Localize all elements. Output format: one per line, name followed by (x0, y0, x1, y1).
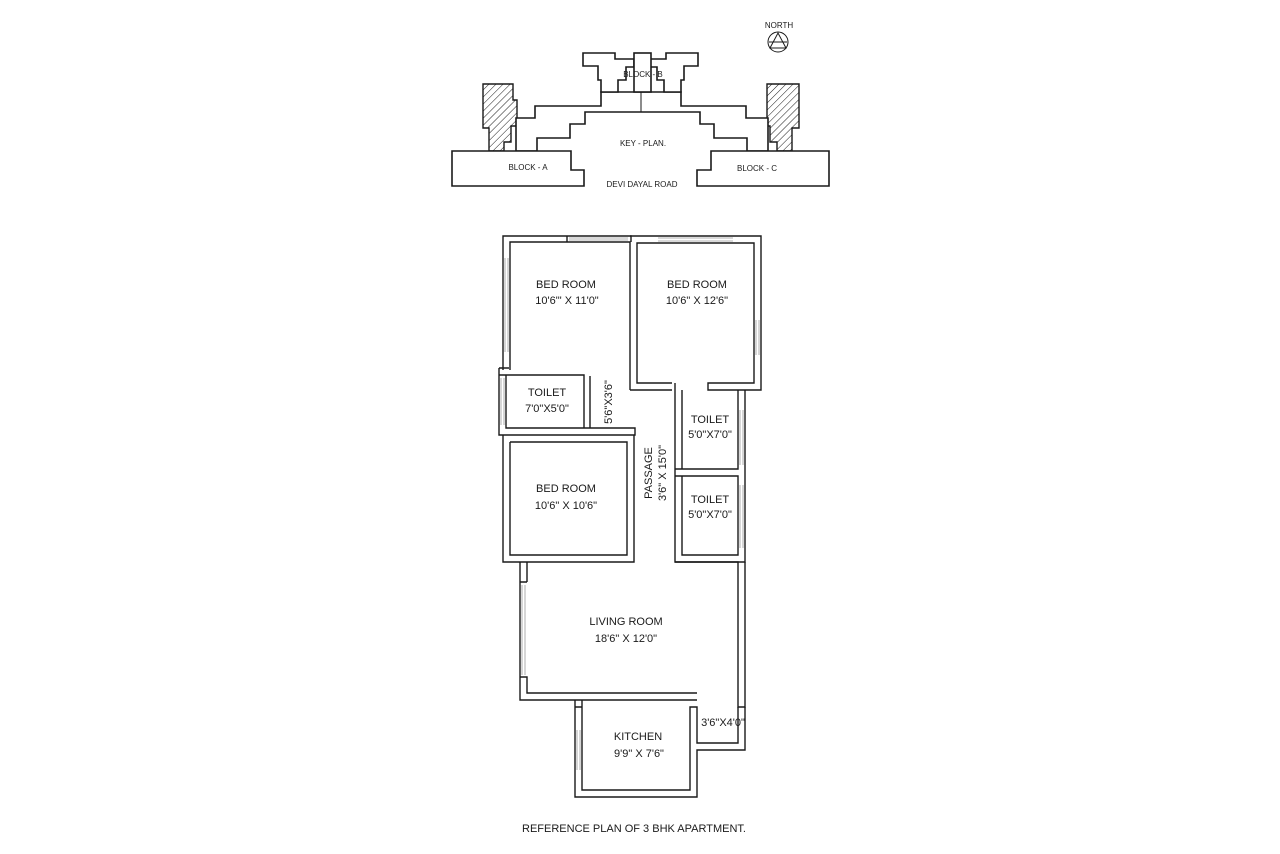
bedroom-1-size: 10'6"' X 11'0" (535, 295, 599, 307)
bedroom-2-walls (630, 235, 762, 391)
block-a-base (451, 150, 585, 187)
passage-size: 3'6" X 15'0" (657, 445, 669, 501)
living-room-size: 18'6" X 12'0" (595, 633, 657, 645)
bedroom-2-size: 10'6" X 12'6" (666, 295, 728, 307)
key-plan-title: KEY - PLAN. (620, 139, 666, 148)
bedroom-3-size: 10'6" X 10'6" (535, 500, 597, 512)
toilet-1-name: TOILET (528, 387, 567, 399)
dress-area-size: 5'6"X3'6" (603, 380, 615, 424)
bedroom-1-walls (502, 235, 632, 390)
bedroom-3-walls (502, 435, 635, 563)
key-plan: NORTH BLOCK - A BLOCK - B BLOCK - C KEY … (451, 21, 830, 189)
toilet-2-walls (674, 383, 746, 563)
kitchen-size: 9'9" X 7'6" (614, 748, 664, 760)
block-a-hatched-tower (482, 83, 518, 152)
block-c-base (696, 150, 830, 187)
toilet-2-size: 5'0"X7'0" (688, 429, 732, 441)
living-room-name: LIVING ROOM (589, 616, 662, 628)
passage-name: PASSAGE (643, 447, 655, 499)
toilet-3-size: 5'0"X7'0" (688, 509, 732, 521)
plan-caption: REFERENCE PLAN OF 3 BHK APARTMENT. (522, 823, 746, 835)
kitchen-walls (574, 700, 746, 798)
north-arrow-icon (767, 31, 789, 53)
block-c-label: BLOCK - C (737, 164, 777, 173)
block-b-left-wing (582, 52, 635, 93)
bedroom-3-name: BED ROOM (536, 483, 596, 495)
block-b-core (633, 52, 652, 93)
block-b-right-wing (649, 52, 699, 93)
living-room-walls (519, 561, 746, 708)
toilet-1-size: 7'0"X5'0" (525, 403, 569, 415)
toilet-1-walls (498, 367, 636, 436)
kitchen-name: KITCHEN (614, 731, 662, 743)
block-a-label: BLOCK - A (508, 163, 548, 172)
block-b-label: BLOCK - B (623, 70, 663, 79)
north-label: NORTH (765, 21, 794, 30)
toilet-3-name: TOILET (691, 494, 730, 506)
road-label: DEVI DAYAL ROAD (607, 180, 678, 189)
toilet-2-name: TOILET (691, 414, 730, 426)
bedroom-2-name: BED ROOM (667, 279, 727, 291)
utility-size: 3'6"X4'0" (701, 717, 745, 729)
bedroom-1-name: BED ROOM (536, 279, 596, 291)
apartment-plan: BED ROOM 10'6"' X 11'0" BED ROOM 10'6" X… (498, 235, 762, 798)
block-c-hatched-tower (766, 83, 800, 152)
